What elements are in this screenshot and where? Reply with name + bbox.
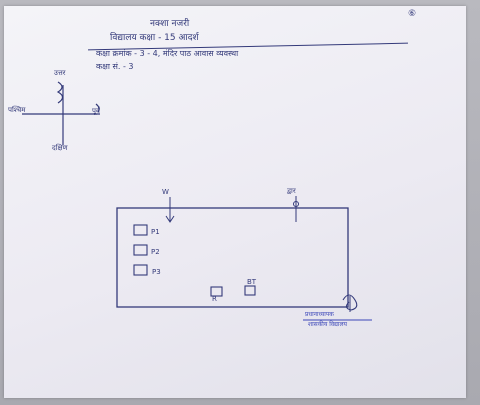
signature-scribble (342, 294, 358, 311)
compass-east-hook (95, 103, 100, 113)
heading-line-3: कक्षा क्रमांक - 3 - 4, मंदिर पाठ आवास व्… (96, 49, 239, 58)
compass-west-label: पश्चिम (8, 106, 26, 114)
small-box-2 (244, 285, 256, 296)
desk-p3-label: P3 (152, 268, 161, 276)
window-arrow (165, 197, 175, 223)
heading-line-2: विद्यालय कक्षा - 15 आदर्श (110, 33, 199, 43)
desk-p1-label: P1 (151, 228, 160, 236)
stamp-line-2: शासकीय विद्यालय (308, 321, 348, 328)
page-number: ⑥ (408, 9, 417, 19)
desk-p2-label: P2 (151, 248, 160, 256)
desk-p3 (133, 264, 148, 276)
small-box-1 (210, 286, 223, 297)
compass-north-mark (56, 81, 64, 104)
compass-east-label: पूर्व (92, 107, 100, 115)
door-marker (293, 196, 299, 222)
room-outline (116, 207, 349, 308)
desk-p1 (133, 224, 148, 236)
heading-line-1: नक्शा नजरी (150, 19, 190, 29)
desk-p2 (133, 244, 148, 256)
heading-line-4: कक्षा सं. - 3 (96, 62, 134, 71)
window-label: W (162, 188, 169, 196)
compass-north-label: उत्तर (54, 69, 66, 77)
compass-rose (22, 81, 100, 145)
small-item-1-label: R (212, 295, 217, 303)
small-item-2-label: BT (247, 278, 257, 286)
paper-sheet (4, 6, 466, 398)
stamp-line-1: प्रधानाध्यापक (305, 311, 334, 318)
door-label: द्वार (287, 187, 296, 195)
compass-south-label: दक्षिण (52, 144, 68, 152)
